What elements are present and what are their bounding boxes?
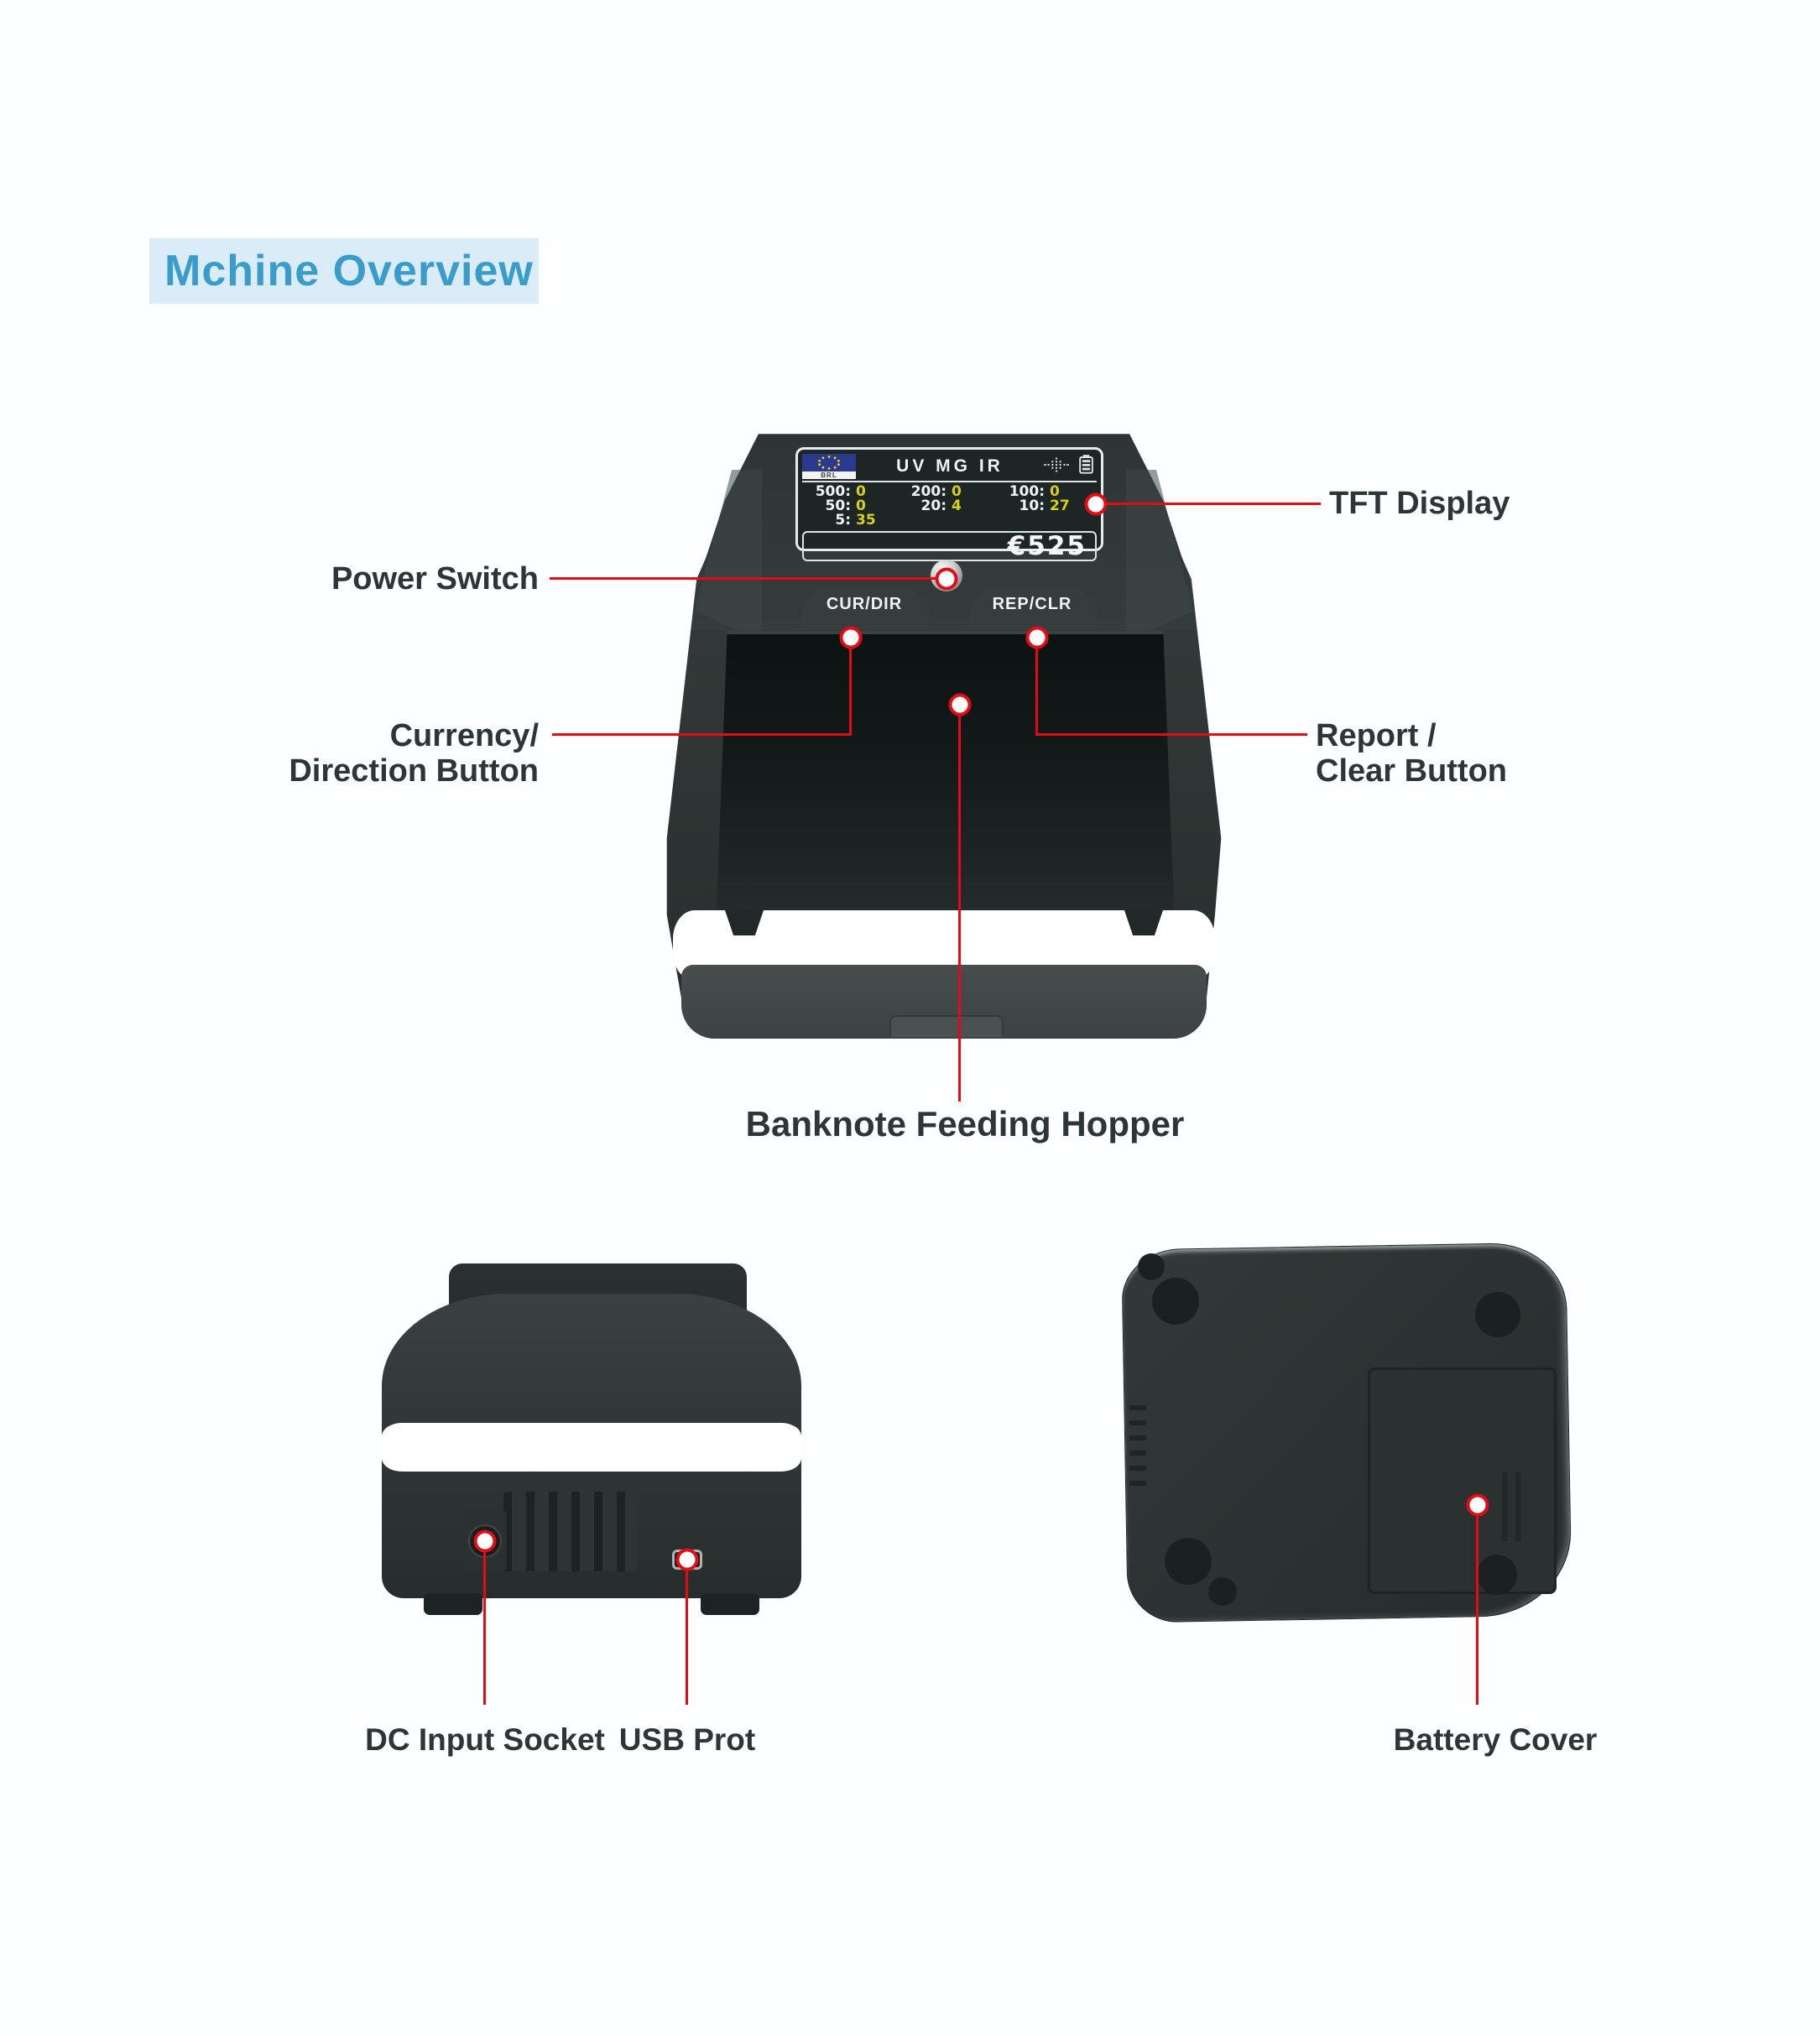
label-report-line2: Clear Button [1316, 753, 1507, 789]
label-currency-line2: Direction Button [289, 753, 539, 789]
label-feeding-hopper: Banknote Feeding Hopper [745, 1104, 1185, 1144]
cur-dir-button: CUR/DIR [801, 587, 927, 629]
callout-dot-report [1025, 626, 1049, 649]
device-bottom-view [1121, 1242, 1572, 1623]
rubber-foot-top-right [1475, 1292, 1520, 1337]
callout-line-currency-h [552, 733, 852, 736]
label-report-line1: Report / [1316, 718, 1437, 753]
rubber-foot-top-left [1152, 1278, 1199, 1325]
callout-line-usb [686, 1570, 688, 1705]
label-currency-line1: Currency/ [389, 718, 539, 753]
rubber-foot-corner [1138, 1253, 1165, 1280]
rubber-foot-bottom-right [1477, 1555, 1517, 1595]
rep-clr-button: REP/CLR [969, 587, 1095, 629]
callout-dot-currency [839, 626, 863, 649]
battery-cover [1368, 1368, 1557, 1594]
eu-flag-stars [802, 454, 856, 471]
callout-line-dc [483, 1551, 486, 1705]
counter-100: 100:0 [1009, 483, 1060, 500]
counter-500: 500:0 [815, 483, 866, 500]
white-trim-band-back [382, 1423, 801, 1472]
rubber-foot-bottom-left [1165, 1538, 1212, 1585]
label-battery-cover: Battery Cover [1393, 1722, 1598, 1757]
counter-10: 10:27 [1019, 498, 1070, 514]
currency-code-label: BRL [802, 471, 856, 479]
rubber-foot-bottom-small [1208, 1577, 1237, 1606]
callout-dot-hopper [948, 693, 972, 716]
callout-dot-power [935, 567, 958, 591]
callout-line-report-h [1035, 733, 1307, 736]
counter-5: 5:35 [835, 512, 876, 529]
page-title: Mchine Overview [164, 247, 534, 295]
vent-slots [503, 1492, 638, 1571]
label-usb-port: USB Prot [618, 1722, 756, 1757]
callout-line-tft [1106, 503, 1321, 505]
callout-line-currency-v [849, 648, 852, 736]
band-notch-right [1124, 910, 1163, 935]
label-report-clear: Report / Clear Button [1316, 718, 1507, 789]
callout-dot-usb [675, 1548, 699, 1571]
label-currency-direction: Currency/ Direction Button [277, 718, 539, 789]
display-status-icons [1044, 455, 1093, 479]
callout-dot-battery [1466, 1493, 1489, 1517]
grip-ribs-right [1502, 1472, 1524, 1541]
counter-20: 20:4 [920, 498, 962, 514]
device-base [681, 965, 1207, 1039]
base-latch [889, 1015, 1004, 1037]
tft-display: BRL UV MG IR [795, 447, 1103, 561]
device-foot-right [701, 1593, 759, 1615]
label-tft-display: TFT Display [1329, 486, 1510, 521]
battery-icon [1079, 455, 1093, 478]
grip-ribs-left [1129, 1405, 1146, 1489]
device-back-view [382, 1258, 801, 1615]
callout-dot-dc [473, 1529, 497, 1553]
denomination-counters: 500:0 200:0 100:0 50:0 20:4 10:27 5:35 [802, 481, 1097, 529]
label-dc-input: DC Input Socket [365, 1722, 605, 1757]
label-power-switch: Power Switch [331, 561, 539, 597]
band-notch-left [725, 910, 764, 935]
detection-modes-label: UV MG IR [896, 456, 1004, 476]
banknote-feeding-hopper [716, 631, 1175, 929]
display-header: BRL UV MG IR [802, 452, 1097, 481]
device-front-view: BRL UV MG IR [663, 428, 1225, 1040]
callout-line-power [550, 577, 940, 580]
callout-line-battery [1476, 1516, 1478, 1705]
section-title-bar: Mchine Overview [149, 238, 539, 304]
device-foot-left [424, 1593, 482, 1615]
counter-50: 50:0 [825, 498, 866, 514]
callout-dot-tft [1084, 492, 1108, 516]
callout-line-hopper [958, 716, 961, 1102]
total-amount: €525 [1007, 531, 1087, 561]
eu-flag-icon: BRL [802, 454, 856, 479]
counter-200: 200:0 [910, 483, 962, 500]
callout-line-report-v [1035, 648, 1038, 736]
total-amount-box: €525 [802, 531, 1097, 561]
dot-matrix-icon [1044, 455, 1069, 479]
